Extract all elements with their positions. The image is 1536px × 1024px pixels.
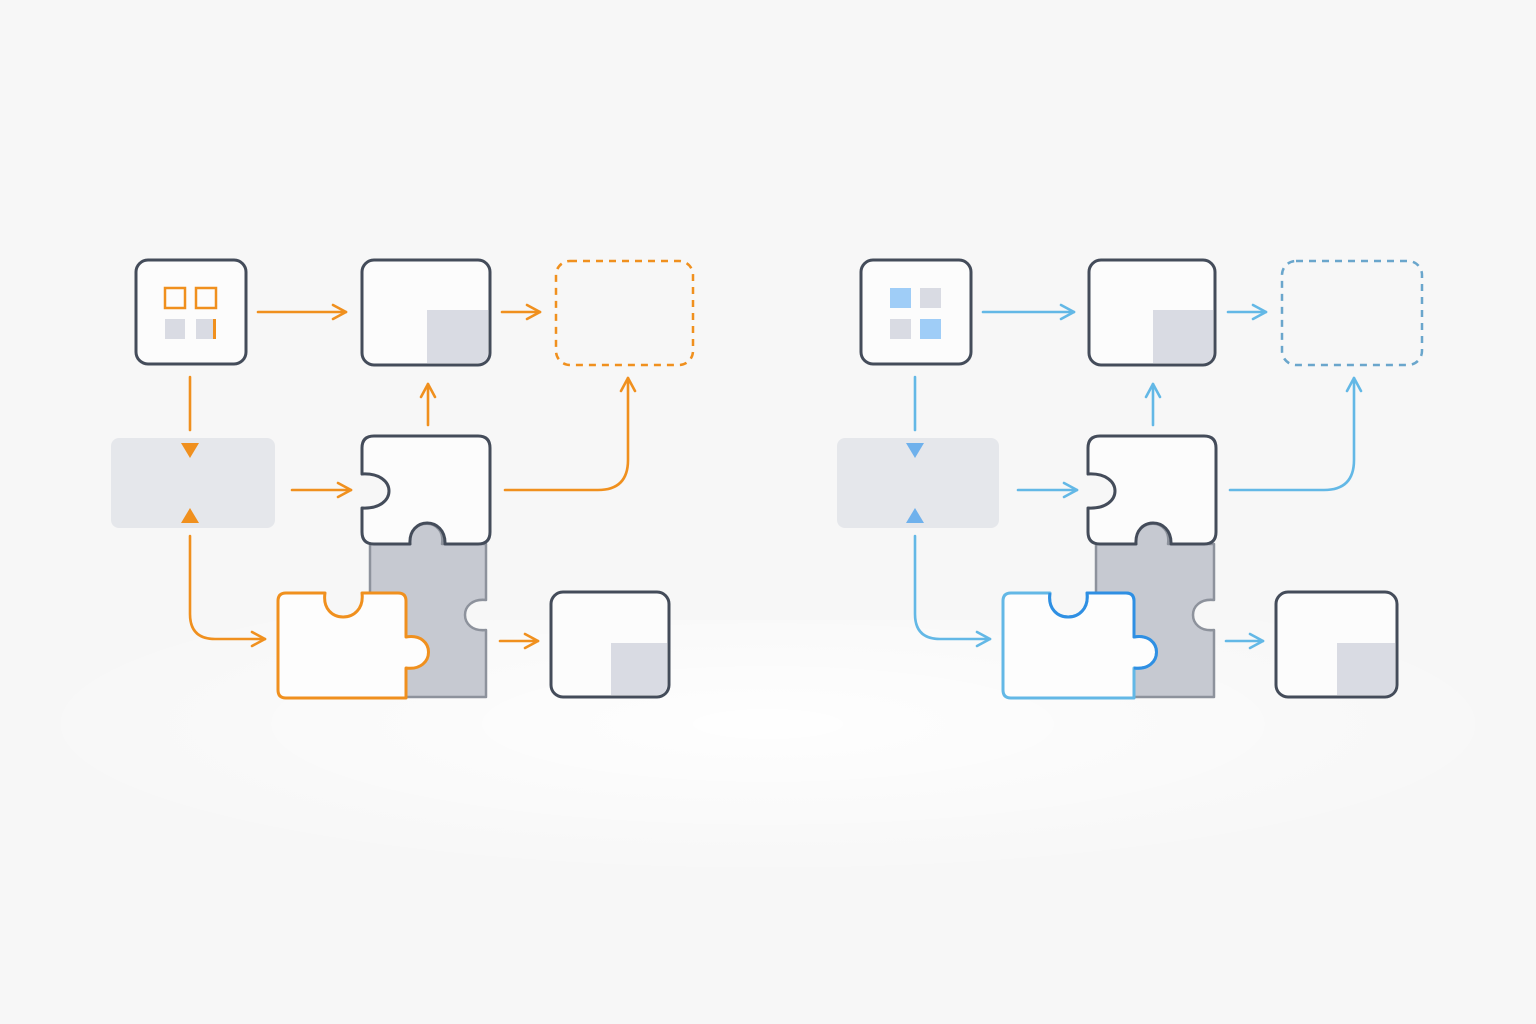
grid-icon bbox=[890, 288, 941, 339]
window-corner-fill bbox=[611, 643, 667, 695]
triangle-down-icon bbox=[181, 443, 199, 458]
connectors bbox=[188, 303, 637, 650]
arrow-puzzle-to-target bbox=[1228, 376, 1363, 492]
diagram-blue bbox=[837, 258, 1424, 700]
window-corner-fill bbox=[427, 310, 488, 363]
triangle-down-icon bbox=[906, 443, 924, 458]
puzzle-piece-blue-tab-highlight bbox=[1048, 591, 1158, 670]
grid-node bbox=[859, 258, 973, 366]
puzzle-piece-white bbox=[1086, 434, 1218, 546]
triangle-up-icon bbox=[181, 508, 199, 523]
connectors bbox=[913, 303, 1363, 650]
dashed-target-node bbox=[554, 259, 695, 367]
gray-panel bbox=[111, 438, 275, 528]
puzzle-piece-orange bbox=[276, 591, 430, 700]
dashed-target-node bbox=[1280, 259, 1424, 367]
triangle-up-icon bbox=[906, 508, 924, 523]
arrow-panel-to-orange-piece bbox=[188, 534, 267, 648]
grid-node bbox=[134, 258, 248, 366]
arrow-puzzle-to-target bbox=[503, 376, 637, 492]
arrow-panel-to-blue-piece bbox=[913, 534, 992, 648]
diagram-orange bbox=[111, 258, 695, 700]
grid-icon bbox=[163, 286, 218, 339]
window-corner-fill bbox=[1337, 643, 1395, 695]
window-corner-fill bbox=[1153, 310, 1213, 363]
gray-panel bbox=[837, 438, 999, 528]
puzzle-piece-white bbox=[360, 434, 492, 546]
